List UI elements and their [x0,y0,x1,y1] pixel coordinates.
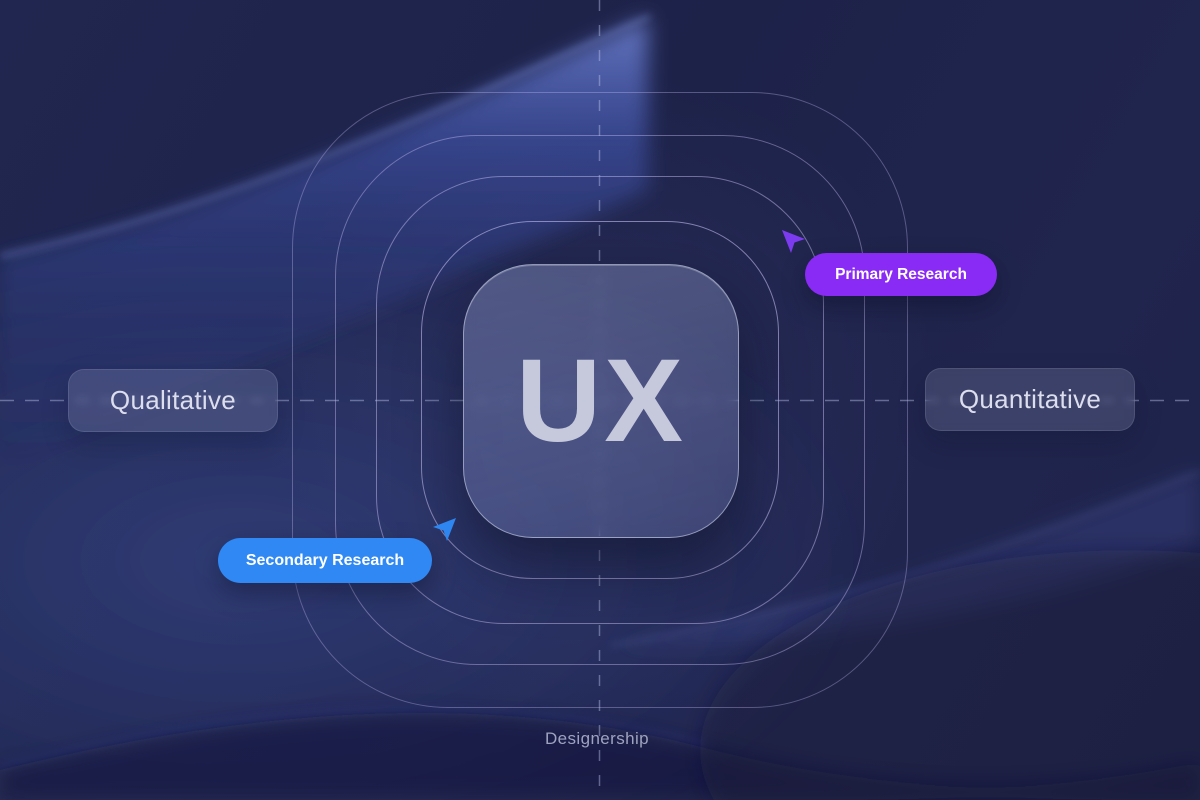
ux-center-tile: UX [463,264,739,538]
qualitative-label-card: Qualitative [68,369,278,432]
qualitative-label: Qualitative [109,385,237,415]
designership-watermark: Designership [544,729,650,748]
secondary-research-badge: Secondary Research [218,538,432,583]
secondary-research-label: Secondary Research [245,551,405,569]
primary-research-badge: Primary Research [805,253,997,296]
quantitative-label: Quantitative [958,384,1102,414]
blue-cursor-icon [433,518,456,541]
purple-cursor-icon [782,230,805,253]
ux-mark: UX [516,335,686,467]
quantitative-label-card: Quantitative [925,368,1135,431]
primary-research-label: Primary Research [835,265,967,283]
